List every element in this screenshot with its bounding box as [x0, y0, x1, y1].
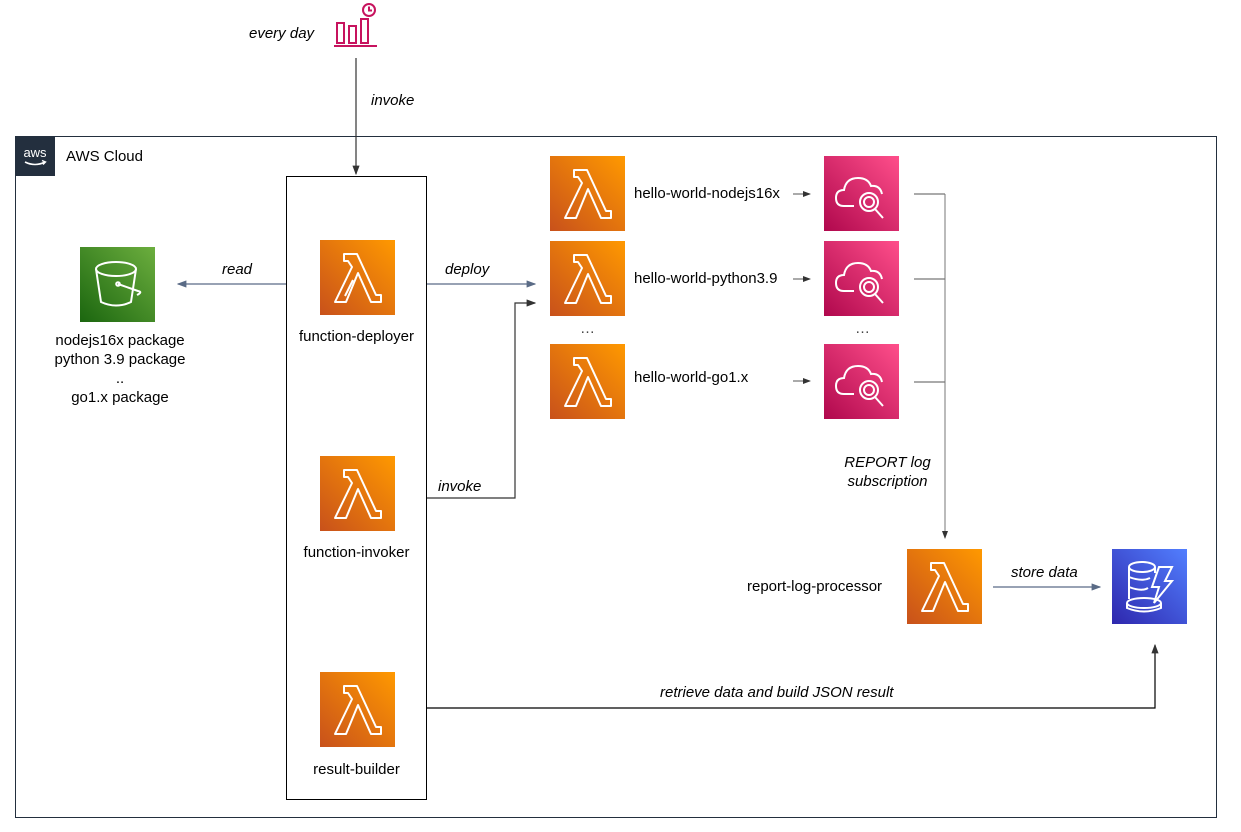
report-subscription-line: subscription	[847, 473, 928, 490]
dynamodb-icon[interactable]	[1112, 549, 1187, 624]
edge-retrieve	[427, 643, 1159, 709]
deploy-label: deploy	[445, 261, 490, 278]
report-subscription-label: REPORT log subscription	[835, 453, 940, 491]
edge-invoke	[427, 299, 537, 499]
bucket-contents: nodejs16x package python 3.9 package .. …	[40, 331, 200, 407]
cloudwatch-logs-icon[interactable]	[824, 156, 899, 231]
lambda-ellipsis: …	[580, 320, 595, 337]
cloudwatch-logs-icon[interactable]	[824, 344, 899, 419]
lambda-icon[interactable]	[907, 549, 982, 624]
hello-function-label: hello-world-python3.9	[634, 270, 778, 287]
report-log-processor-label: report-log-processor	[747, 578, 883, 595]
retrieve-label: retrieve data and build JSON result	[660, 684, 894, 701]
lambda-icon[interactable]	[320, 672, 395, 747]
lambda-icon[interactable]	[320, 456, 395, 531]
schedule-invoke-label: invoke	[371, 92, 415, 109]
orchestrator-group	[286, 176, 427, 800]
s3-bucket-icon[interactable]	[80, 247, 155, 322]
aws-logo-icon: aws	[15, 136, 55, 176]
lambda-icon[interactable]	[550, 344, 625, 419]
eventbridge-scheduler-icon	[333, 2, 379, 48]
store-data-label: store data	[1011, 564, 1078, 581]
lambda-icon[interactable]	[320, 240, 395, 315]
lambda-icon[interactable]	[550, 156, 625, 231]
result-builder-label: result-builder	[313, 761, 400, 778]
aws-cloud-title: AWS Cloud	[66, 148, 143, 165]
svg-text:aws: aws	[23, 145, 47, 160]
hello-function-label: hello-world-nodejs16x	[634, 185, 780, 202]
schedule-label: every day	[249, 25, 315, 42]
bucket-line: nodejs16x package	[55, 332, 185, 349]
log-ellipsis: …	[855, 320, 870, 337]
lambda-icon[interactable]	[550, 241, 625, 316]
cloudwatch-logs-icon[interactable]	[824, 241, 899, 316]
aws-cloud-group	[15, 136, 1217, 818]
bucket-line: go1.x package	[71, 389, 169, 406]
bucket-line: ..	[115, 370, 125, 387]
report-subscription-line: REPORT log	[844, 454, 931, 471]
function-invoker-label: function-invoker	[303, 544, 410, 561]
function-deployer-label: function-deployer	[298, 328, 415, 345]
bucket-line: python 3.9 package	[54, 351, 186, 368]
read-label: read	[222, 261, 253, 278]
invoke-label: invoke	[438, 478, 482, 495]
hello-function-label: hello-world-go1.x	[634, 369, 749, 386]
